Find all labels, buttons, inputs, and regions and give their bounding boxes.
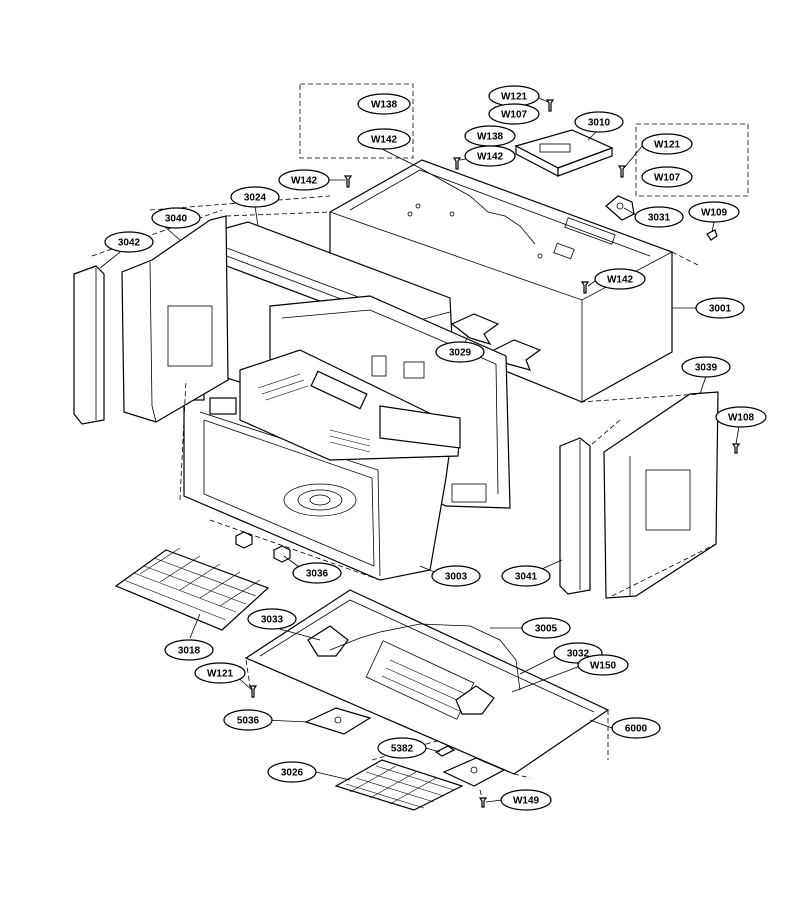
callout-3040: 3040 — [151, 207, 201, 229]
optional-parts-box-right — [635, 123, 749, 197]
callout-3005: 3005 — [521, 617, 571, 639]
callout-3042: 3042 — [104, 231, 154, 253]
callout-W121-bottom-text: W121 — [207, 669, 234, 680]
callout-5382: 5382 — [377, 737, 427, 759]
callout-3041-text: 3041 — [515, 572, 538, 583]
callout-W108-text: W108 — [728, 413, 755, 424]
callout-5036: 5036 — [223, 709, 273, 731]
trim-3042 — [73, 265, 105, 425]
optional-parts-box-left — [299, 83, 414, 159]
callout-3032-text: 3032 — [567, 649, 590, 660]
brackets-3029 — [450, 313, 542, 371]
callout-3003: 3003 — [431, 565, 481, 587]
callout-3031-text: 3031 — [648, 213, 671, 224]
control-assembly — [239, 349, 461, 461]
callout-W138-mid: W138 — [464, 125, 516, 147]
callout-W142-right-text: W142 — [607, 275, 634, 286]
part-5382 — [434, 745, 456, 757]
callout-5036-text: 5036 — [237, 716, 260, 727]
callout-3001: 3001 — [695, 297, 745, 319]
callout-3033-text: 3033 — [261, 615, 284, 626]
callout-W109: W109 — [688, 201, 740, 223]
callout-3039: 3039 — [681, 356, 731, 378]
callout-3026: 3026 — [267, 761, 317, 783]
callout-3024: 3024 — [230, 186, 280, 208]
top-wire-harness — [379, 147, 536, 245]
callout-5382-text: 5382 — [391, 744, 414, 755]
bracket-5036 — [304, 707, 372, 735]
callout-W138-top-text: W138 — [371, 100, 398, 111]
callout-3036: 3036 — [292, 562, 342, 584]
callout-3031: 3031 — [634, 206, 684, 228]
callout-W142-right: W142 — [594, 268, 646, 290]
callout-W107-right-text: W107 — [654, 173, 681, 184]
callout-W138-mid-text: W138 — [477, 132, 504, 143]
callout-W121-top: W121 — [488, 85, 540, 107]
callout-W109-text: W109 — [701, 208, 728, 219]
callout-3018: 3018 — [164, 639, 214, 661]
side-panel-3039 — [603, 391, 719, 599]
callout-W142-left-text: W142 — [291, 176, 318, 187]
callout-3029: 3029 — [435, 341, 485, 363]
side-panel-3040 — [121, 215, 229, 423]
callout-W142-top: W142 — [357, 128, 411, 150]
callout-W107-right: W107 — [641, 166, 693, 188]
callout-3036-text: 3036 — [306, 569, 329, 580]
front-chassis-3003 — [183, 373, 451, 581]
callout-3005-text: 3005 — [535, 624, 558, 635]
callout-3010: 3010 — [574, 111, 624, 133]
callout-W108: W108 — [715, 406, 767, 428]
base-wire-harness — [329, 623, 521, 691]
callout-W121-right: W121 — [641, 133, 693, 155]
callout-3018-text: 3018 — [178, 646, 201, 657]
callout-3033: 3033 — [247, 608, 297, 630]
callout-W121-top-text: W121 — [501, 92, 528, 103]
bracket-3026b — [442, 757, 506, 787]
callout-3042-text: 3042 — [118, 238, 141, 249]
callout-3024-text: 3024 — [244, 193, 267, 204]
callout-W107-top: W107 — [488, 103, 540, 125]
callout-3040-text: 3040 — [165, 214, 188, 225]
callout-W149: W149 — [500, 789, 552, 811]
base-plate-6000 — [244, 589, 610, 775]
top-bracket-3010 — [514, 129, 614, 177]
callout-6000: 6000 — [611, 717, 661, 739]
callout-W107-top-text: W107 — [501, 110, 528, 121]
callout-W142-left: W142 — [278, 169, 330, 191]
callout-W121-bottom: W121 — [194, 662, 246, 684]
screws — [248, 99, 741, 808]
filter-3026 — [334, 759, 464, 811]
fasteners-3036 — [235, 531, 291, 563]
callout-3026-text: 3026 — [281, 768, 304, 779]
callout-6000-text: 6000 — [625, 724, 648, 735]
callout-3003-text: 3003 — [445, 572, 468, 583]
callout-3041: 3041 — [501, 565, 551, 587]
callout-W142-mid: W142 — [464, 145, 516, 167]
rack-3018 — [114, 547, 270, 631]
callout-W150-text: W150 — [590, 661, 617, 672]
bracket-3031 — [605, 195, 635, 221]
callout-3001-text: 3001 — [709, 304, 732, 315]
callout-W142-top-text: W142 — [371, 135, 398, 146]
callout-W149-text: W149 — [513, 796, 540, 807]
callout-W142-mid-text: W142 — [477, 152, 504, 163]
callout-W150: W150 — [577, 654, 629, 676]
callout-W121-right-text: W121 — [654, 140, 681, 151]
callout-3010-text: 3010 — [588, 118, 611, 129]
callout-3039-text: 3039 — [695, 363, 718, 374]
trim-3041 — [559, 437, 591, 595]
callout-W138-top: W138 — [357, 93, 411, 115]
callout-3029-text: 3029 — [449, 348, 472, 359]
